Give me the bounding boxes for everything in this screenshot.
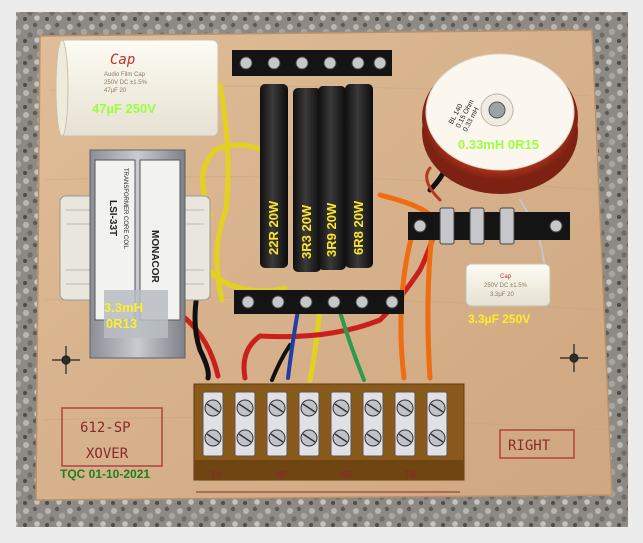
coil-iron-label-1: 3.3mH: [104, 300, 143, 315]
stamp-left: 612-SP XOVER TQC 01-10-2021: [60, 407, 163, 481]
stamp-left-line-2: XOVER: [86, 446, 129, 462]
coil-air-label: 0.33mH 0R15: [458, 137, 539, 152]
cap-small-line-3: 3.3µF 20: [490, 292, 514, 298]
resistor-3r9: 3R9 20W: [318, 86, 346, 270]
resistor-3r3-label: 3R3 20W: [299, 204, 314, 259]
cap-small-line-1: Cap: [500, 274, 512, 280]
coil-iron-label-2: 0R13: [106, 316, 137, 331]
capacitor-47uf: Cap Audio Film Cap 250V DC ±1.5% 47µF 20…: [55, 39, 219, 137]
air-core-inductor: BL 140 0.15 Ohm 0.33 mH 0.33mH 0R15: [422, 53, 578, 194]
terminal-strip-top: [232, 50, 392, 76]
cap-large-line-1: Audio Film Cap: [104, 72, 146, 78]
mounting-hole-right: [560, 344, 588, 372]
coil-model: LSI-33T: [107, 200, 118, 236]
coil-brand: MONACOR: [149, 230, 160, 284]
resistor-6r8-label: 6R8 20W: [351, 200, 366, 255]
stamp-left-line-1: 612-SP: [80, 420, 131, 436]
terminal-label-wf: WF: [276, 470, 288, 481]
resistor-22r-label: 22R 20W: [266, 200, 281, 255]
stamp-left-date: TQC 01-10-2021: [60, 467, 150, 481]
resistor-bank: 22R 20W 3R3 20W 3R9 20W 6R8 20W: [260, 84, 373, 272]
cap-large-label: 47µF 250V: [92, 101, 156, 116]
mounting-hole-left: [52, 346, 80, 374]
capacitor-3-3uf: Cap 250V DC ±1.5% 3.3µF 20 3.3µF 250V: [465, 263, 551, 326]
resistor-3r9-label: 3R9 20W: [324, 202, 339, 257]
cap-small-line-2: 250V DC ±1.5%: [484, 283, 528, 289]
screw-terminal-block: In WF MR TW: [193, 383, 465, 493]
terminal-label-mr: MR: [340, 470, 353, 481]
terminal-label-in: In: [210, 470, 222, 481]
terminal-screws: [202, 391, 448, 457]
coil-vertical-text: TRANSFORMER CORE COIL: [122, 168, 128, 250]
resistor-22r: 22R 20W: [260, 84, 288, 268]
terminal-strip-middle: [234, 290, 404, 314]
cap-large-line-3: 47µF 20: [104, 88, 127, 94]
resistor-6r8: 6R8 20W: [345, 84, 373, 268]
resistor-3r3: 3R3 20W: [293, 88, 321, 272]
iron-core-inductor: LSI-33T TRANSFORMER CORE COIL MONACOR 3.…: [59, 149, 211, 359]
terminal-strip-right: [408, 207, 570, 245]
stamp-right: RIGHT: [499, 429, 575, 459]
stamp-right-text: RIGHT: [508, 438, 551, 454]
cap-large-brand: Cap: [110, 52, 135, 68]
terminal-label-tw: TW: [404, 470, 417, 481]
cap-large-line-2: 250V DC ±1.5%: [104, 80, 148, 86]
cap-small-label: 3.3µF 250V: [468, 312, 530, 326]
